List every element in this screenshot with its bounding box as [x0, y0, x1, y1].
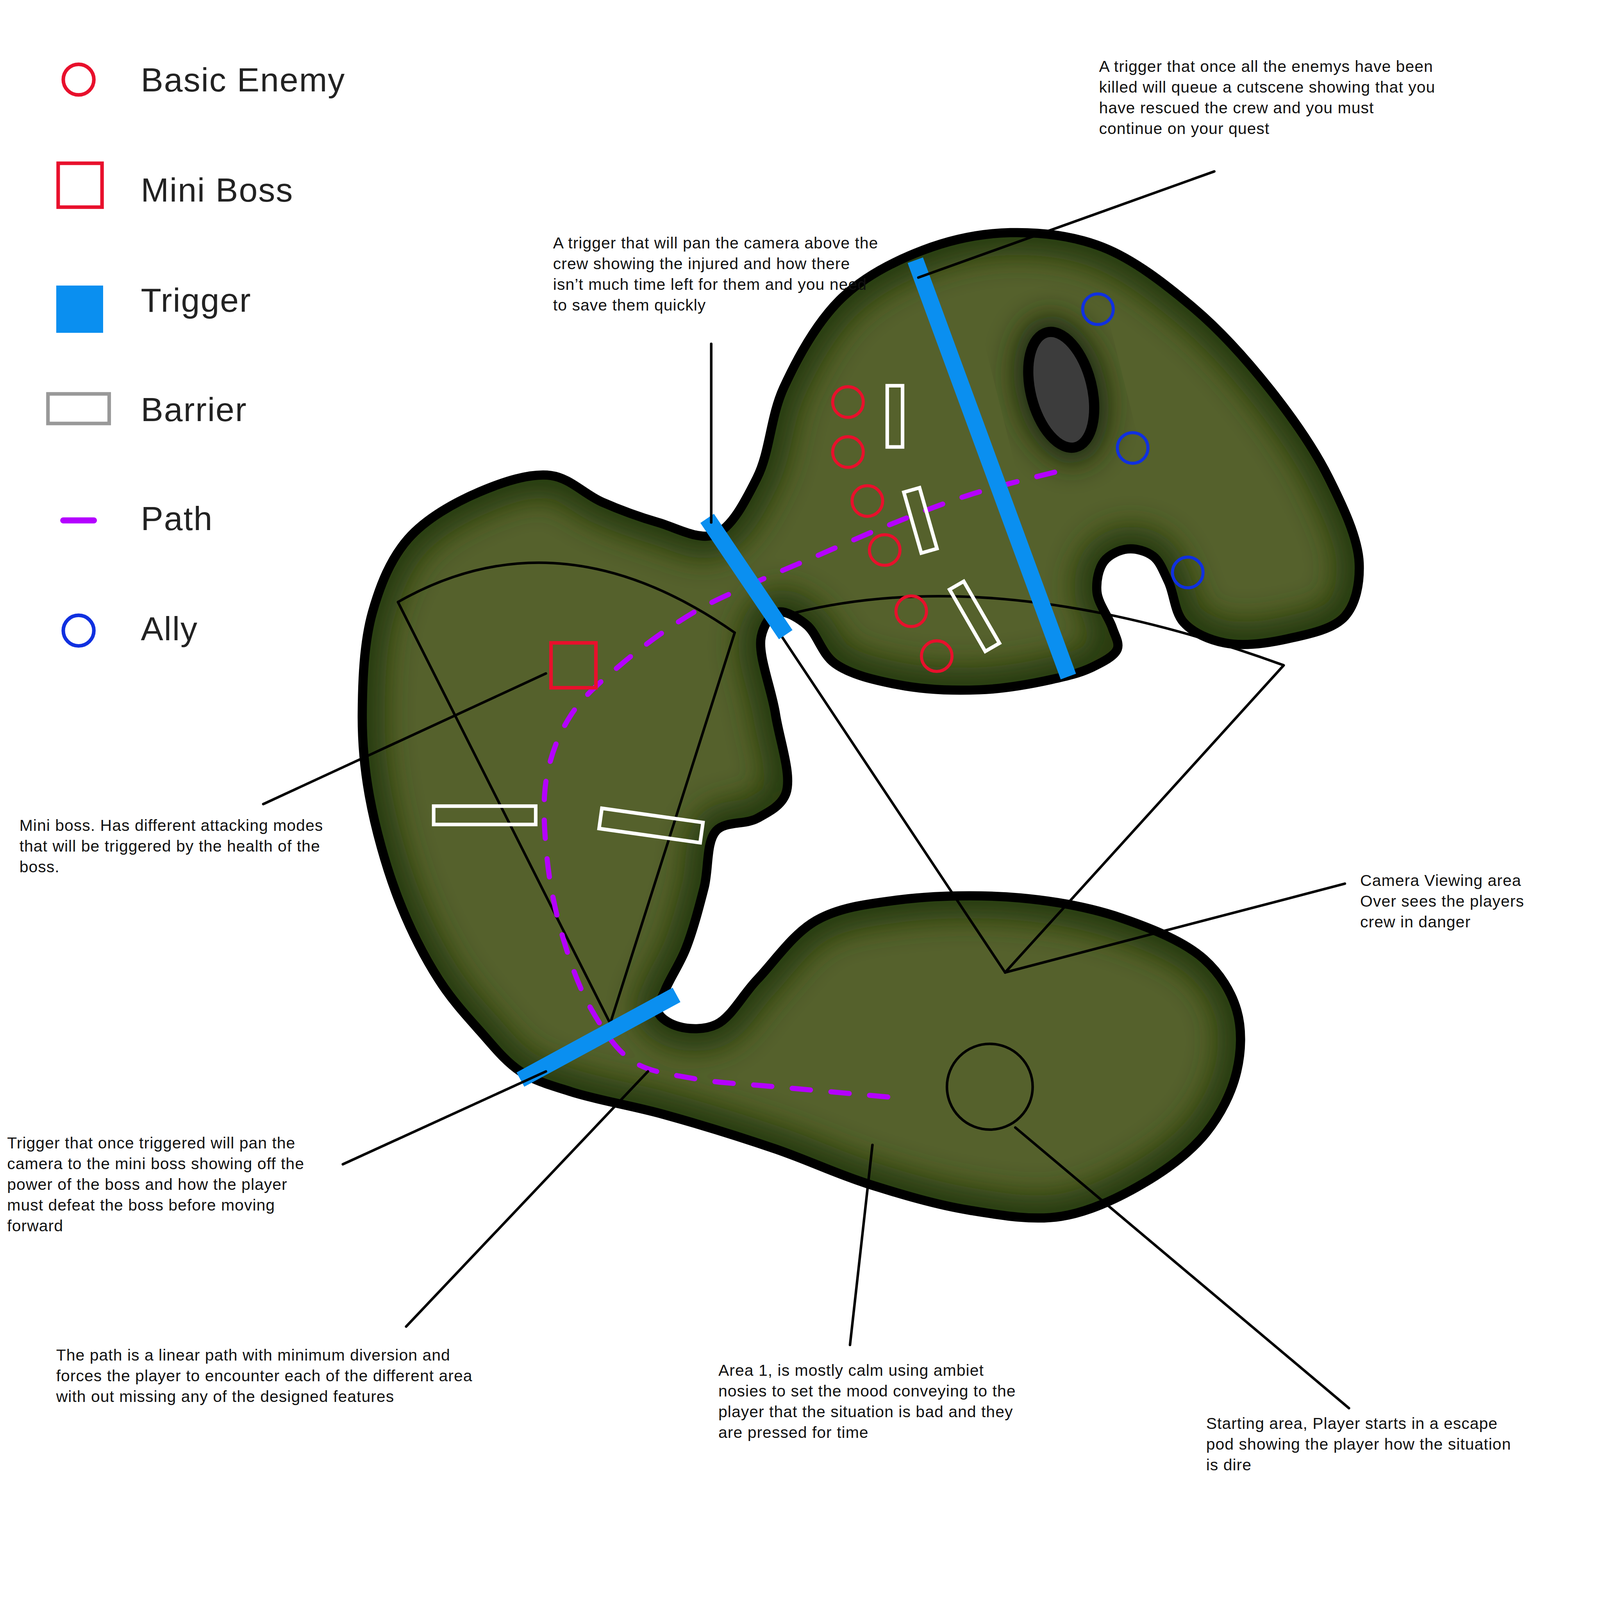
legend-label: Trigger — [140, 280, 252, 320]
basic-enemy — [851, 485, 883, 517]
trigger — [520, 994, 677, 1080]
annotation-anchor: Starting area, Player starts in a escape… — [1206, 1413, 1525, 1476]
pit — [1017, 325, 1106, 455]
legend-enemy-symbol — [63, 64, 94, 95]
basic-enemy — [921, 640, 952, 672]
camera-cone-line — [1005, 665, 1284, 973]
legend-row: Path — [140, 498, 213, 538]
ally — [1082, 293, 1114, 325]
basic-enemy — [869, 534, 900, 566]
legend-row: Barrier — [140, 389, 247, 429]
legend-label: Barrier — [140, 389, 247, 429]
legend-row: Mini Boss — [140, 170, 294, 210]
annotation-text: A trigger that once all the enemys have … — [1098, 56, 1436, 140]
annotation-text: Starting area, Player starts in a escape… — [1206, 1413, 1525, 1476]
land-outline — [362, 232, 1359, 1218]
camera-cone-line — [398, 601, 611, 1024]
trigger — [915, 260, 1069, 677]
annotation-text: Camera Viewing area Over sees the player… — [1360, 870, 1546, 933]
legend-row: Trigger — [140, 280, 252, 320]
land-fill — [362, 232, 1359, 1218]
legend-boss-symbol — [58, 163, 102, 208]
leader-line — [263, 673, 547, 804]
trigger — [707, 518, 786, 635]
legend-label: Basic Enemy — [140, 60, 346, 100]
camera-cone-arc — [770, 596, 1284, 666]
legend-row: Ally — [140, 608, 199, 649]
basic-enemy — [832, 436, 864, 468]
land-shade — [362, 232, 1359, 1218]
legend-label: Path — [140, 498, 213, 538]
barrier — [599, 808, 704, 843]
annotation-text: Trigger that once triggered will pan the… — [7, 1132, 324, 1237]
mini-boss — [551, 642, 597, 688]
annotation-anchor: Trigger that once triggered will pan the… — [7, 1132, 324, 1237]
camera-cone-line — [770, 619, 1006, 973]
leader-line — [406, 1071, 649, 1327]
leader-line — [709, 343, 713, 523]
legend-label: Ally — [140, 608, 199, 649]
barrier — [903, 487, 938, 554]
leader-line — [342, 1071, 547, 1165]
leader-line — [1005, 883, 1345, 973]
annotation-text: A trigger that will pan the camera above… — [553, 232, 882, 316]
legend-label: Mini Boss — [140, 170, 294, 210]
leader-line — [850, 1144, 873, 1345]
ally — [1172, 557, 1203, 588]
camera-cone-arc — [398, 562, 735, 633]
basic-enemy — [832, 386, 864, 418]
leader-line — [1015, 1127, 1349, 1409]
annotation-anchor: A trigger that once all the enemys have … — [1098, 56, 1436, 140]
annotation-anchor: The path is a linear path with minimum d… — [56, 1344, 477, 1408]
annotation-anchor: Camera Viewing area Over sees the player… — [1360, 870, 1546, 933]
annotation-anchor: Area 1, is mostly calm using ambiet nosi… — [718, 1360, 1037, 1443]
legend-swatch — [56, 285, 104, 333]
legend-barrier-symbol — [48, 393, 110, 424]
pit-shade — [999, 305, 1124, 475]
annotation-text: Mini boss. Has different attacking modes… — [19, 815, 326, 878]
annotation-anchor: A trigger that will pan the camera above… — [553, 232, 882, 316]
barrier — [887, 385, 903, 447]
camera-cone-line — [610, 632, 735, 1024]
legend-row: Basic Enemy — [140, 60, 346, 100]
annotation-text: Area 1, is mostly calm using ambiet nosi… — [718, 1360, 1037, 1443]
annotation-anchor: Mini boss. Has different attacking modes… — [19, 815, 326, 878]
basic-enemy — [896, 596, 927, 627]
legend-ally-symbol — [63, 615, 94, 646]
barrier — [433, 806, 536, 825]
barrier — [949, 581, 1000, 652]
leader-line — [918, 171, 1215, 278]
legend-path-symbol — [63, 517, 94, 524]
ally — [1117, 432, 1148, 464]
annotation-text: The path is a linear path with minimum d… — [56, 1344, 477, 1408]
player-path — [544, 469, 1067, 1098]
start-pod — [946, 1043, 1033, 1130]
